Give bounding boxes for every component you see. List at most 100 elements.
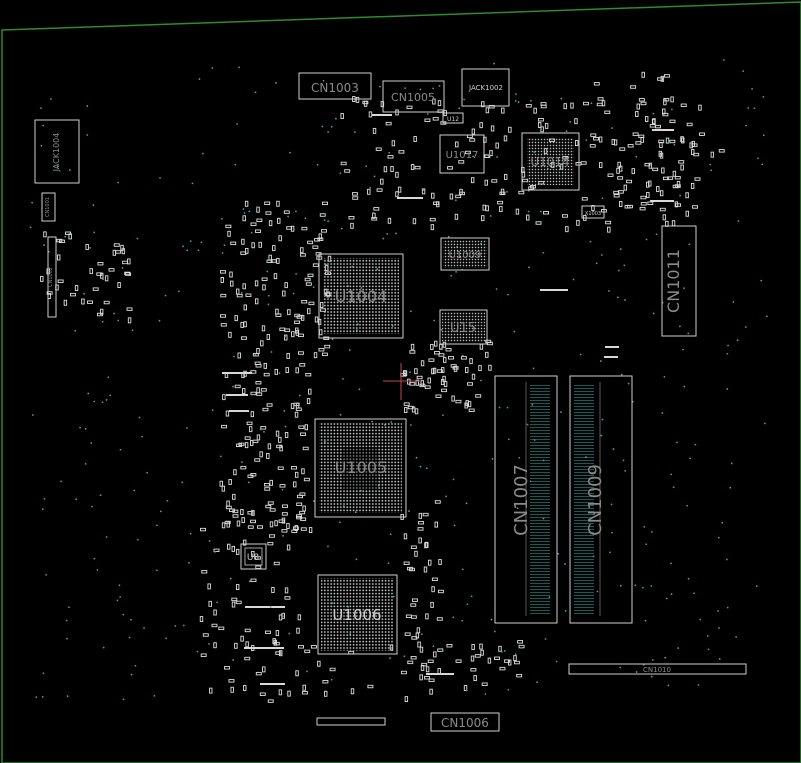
via: [42, 672, 45, 675]
smd-part: [421, 188, 426, 195]
smd-part: [368, 111, 373, 118]
via: [458, 107, 461, 110]
via: [299, 425, 302, 427]
via: [288, 632, 291, 635]
smd-part: [224, 520, 231, 525]
via: [358, 388, 361, 391]
via: [593, 472, 596, 474]
via: [182, 245, 184, 248]
smd-part: [636, 103, 640, 110]
via: [409, 371, 411, 374]
via: [678, 325, 681, 328]
via: [141, 435, 143, 438]
crystal-x1003[interactable]: X1003: [581, 205, 605, 219]
smd-part: [397, 186, 402, 193]
smd-part: [302, 684, 306, 691]
connector-cn1005[interactable]: CN1005: [382, 80, 445, 113]
connector-cn1007[interactable]: CN1007: [494, 375, 558, 624]
chip-u1009[interactable]: U1009: [440, 237, 490, 271]
chip-u1017[interactable]: U1017: [439, 134, 485, 174]
via: [165, 637, 168, 640]
jack-jack1002[interactable]: JACK1002: [461, 68, 510, 107]
smd-part: [350, 222, 354, 229]
connector-cn1006[interactable]: CN1006: [430, 712, 500, 732]
via: [753, 107, 756, 110]
via: [116, 599, 119, 602]
via: [105, 399, 108, 401]
via: [517, 101, 520, 103]
smd-part: [431, 368, 435, 375]
smd-part: [324, 690, 328, 697]
smd-part: [340, 161, 347, 166]
smd-part: [241, 517, 245, 524]
connector-cn1011[interactable]: CN1011: [661, 225, 697, 337]
via: [201, 152, 204, 155]
via: [623, 264, 626, 267]
via: [109, 394, 112, 397]
connector-cn1001[interactable]: CN1001: [41, 192, 56, 222]
via: [718, 627, 720, 629]
via: [188, 561, 190, 564]
smd-part: [99, 308, 104, 315]
smd-part: [294, 411, 299, 418]
smd-part: [631, 168, 635, 175]
via: [134, 664, 137, 667]
smd-part: [97, 262, 104, 266]
smd-part: [218, 626, 225, 631]
via: [579, 353, 582, 356]
via: [177, 290, 180, 293]
smd-part: [575, 140, 579, 147]
smd-part: [699, 132, 705, 136]
chip-u12[interactable]: U12: [442, 112, 464, 124]
smd-part: [269, 534, 275, 538]
via: [651, 659, 654, 661]
via: [159, 510, 162, 513]
via: [390, 421, 393, 423]
smd-part: [263, 372, 270, 377]
smd-part: [494, 656, 500, 660]
smd-part: [319, 329, 323, 336]
jack-jack1004[interactable]: JACK1004: [34, 119, 80, 184]
via: [118, 584, 121, 587]
connector-bottom-strip[interactable]: [316, 717, 386, 726]
via: [219, 455, 222, 458]
smd-part: [104, 275, 109, 282]
via: [726, 606, 729, 609]
smd-part: [481, 682, 488, 686]
smd-part: [464, 150, 471, 155]
via: [221, 217, 223, 220]
chip-u15[interactable]: U15: [439, 309, 488, 345]
connector-cn1003[interactable]: CN1003: [298, 72, 372, 100]
smd-part: [250, 411, 255, 418]
via: [513, 330, 516, 333]
via: [616, 296, 619, 299]
via: [493, 630, 496, 633]
smd-part: [251, 509, 255, 516]
via: [440, 328, 443, 331]
smd-part: [235, 288, 240, 295]
svg-text:U1005: U1005: [335, 458, 387, 477]
smd-part: [267, 501, 274, 505]
smd-part: [491, 179, 498, 183]
smd-part: [233, 469, 237, 476]
smd-part: [284, 587, 289, 594]
chip-u1014[interactable]: U1014: [521, 132, 580, 191]
chip-u8[interactable]: U8: [240, 543, 267, 570]
chip-u1005[interactable]: U1005: [314, 418, 407, 518]
connector-cn1009[interactable]: CN1009: [569, 375, 633, 624]
via: [40, 144, 43, 147]
smd-part: [680, 136, 684, 143]
smd-part: [475, 394, 482, 398]
smd-part: [481, 215, 485, 222]
chip-u1004[interactable]: U1004: [318, 253, 404, 339]
chip-u1006[interactable]: U1006: [317, 574, 398, 655]
via-dots: [29, 59, 768, 701]
smd-part: [691, 149, 695, 156]
connector-cn1002[interactable]: CN1002: [47, 236, 57, 318]
smd-part: [275, 308, 279, 315]
smd-part: [576, 219, 580, 226]
via: [426, 113, 429, 115]
via: [236, 123, 238, 125]
connector-cn1010[interactable]: CN1010: [568, 663, 747, 675]
